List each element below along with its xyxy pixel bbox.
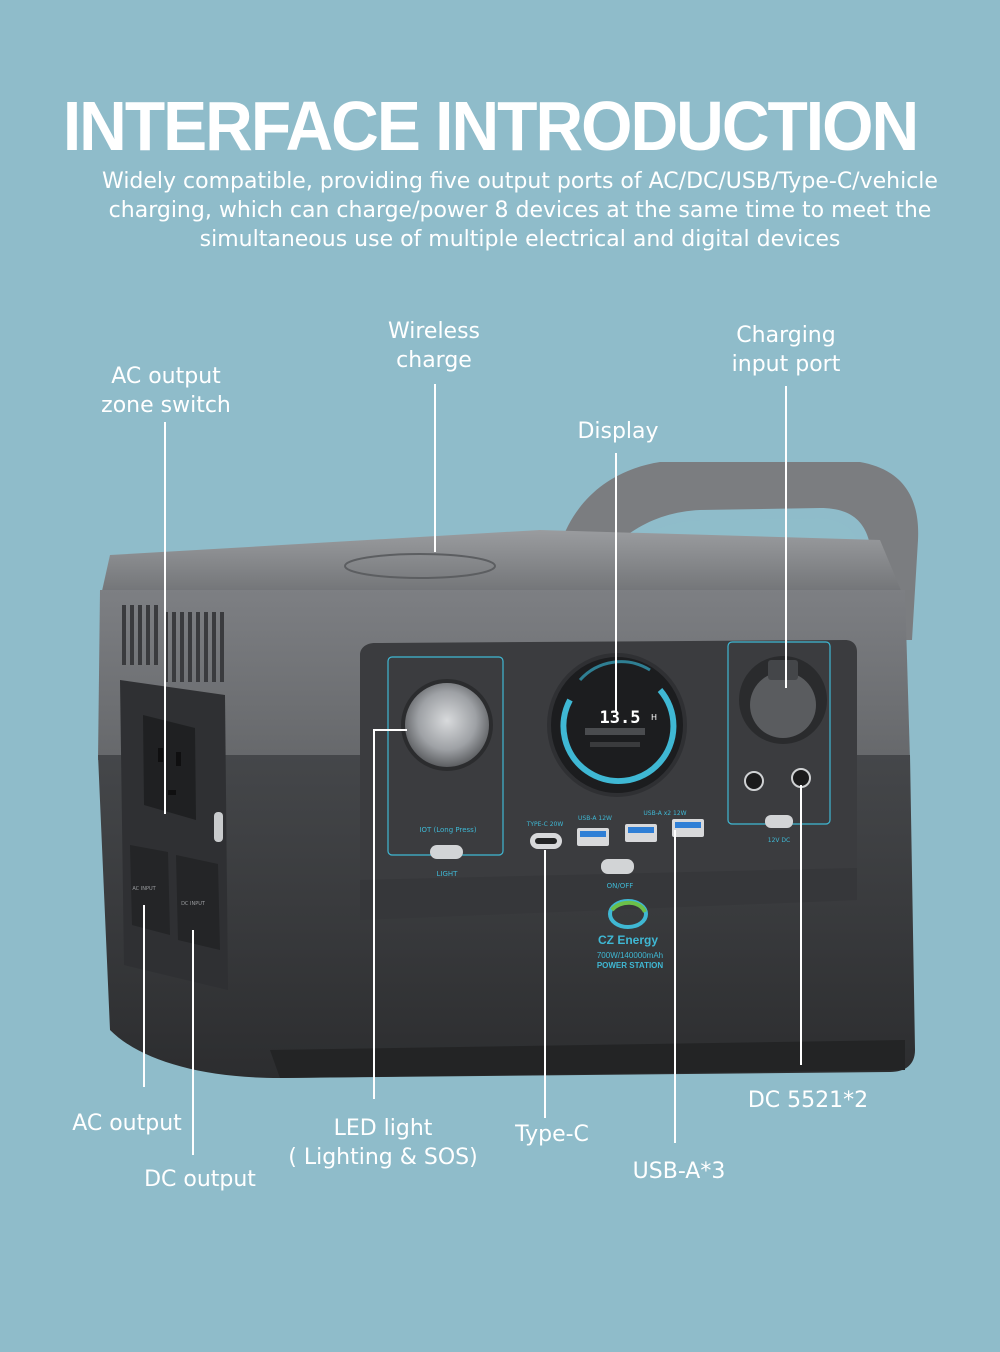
ac-socket [143,715,196,820]
model-line: 700W/140000mAh [597,951,663,960]
type-c-leader [544,850,546,1118]
label-dc5521: DC 5521*2 [747,1088,869,1113]
ac-zone-switch-knob [214,812,223,842]
ac-socket-holes [158,748,181,795]
label-display: Display [577,419,659,444]
light-label: LIGHT [437,870,459,878]
page-subtitle: Widely compatible, providing five output… [102,169,938,252]
led-lamp [403,681,491,769]
usba-port-label: USB-A 12W [578,815,612,822]
led-light-leader-v [373,729,375,1099]
led-light-leader-h [373,729,407,731]
dc-button[interactable] [765,815,793,828]
side-vents [122,605,224,682]
page-title: INTERFACE INTRODUCTION [62,87,919,165]
display-unit: H [651,713,657,722]
dc-input-cover [176,855,220,950]
dc12-label: 12V DC [768,837,790,844]
label-dc-output: DC output [144,1167,256,1192]
dc5521-port-1 [744,771,764,791]
label-led-light: LED light ( Lighting & SOS) [288,1116,478,1170]
dc-output-leader [192,930,194,1155]
label-ac-output: AC output [72,1111,182,1136]
charging-input-leader [785,386,787,688]
label-usb-a: USB-A*3 [632,1159,726,1184]
wireless-pad [344,553,496,579]
product-type: POWER STATION [597,961,664,970]
top-surface [100,530,905,600]
dc5521-leader [800,785,802,1065]
wireless-charge-leader [434,384,436,552]
ac-input-label: AC INPUT [132,886,156,892]
iot-label: IOT (Long Press) [419,826,476,834]
brand-logo [608,899,648,929]
label-wireless-charge: Wireless charge [387,319,481,373]
dc-input-label: DC INPUT [181,901,206,907]
display-leader [615,453,617,711]
label-type-c: Type-C [515,1122,589,1147]
light-button[interactable] [430,845,463,859]
onoff-label: ON/OFF [607,882,634,890]
display-screen: 13.5 H [547,653,687,797]
power-button[interactable] [601,859,634,874]
ac-output-leader [143,905,145,1087]
usb-a-leader [674,830,676,1143]
ac-zone-switch-leader [164,422,166,814]
label-ac-zone-switch: AC output zone switch [101,364,231,418]
usba2-port-label: USB-A x2 12W [643,810,686,817]
display-reading: 13.5 [600,708,641,728]
ac-input-cover [130,845,170,935]
brand-name: CZ Energy [598,933,658,947]
label-charging-input: Charging input port [731,323,841,377]
typec-port-label: TYPE-C 20W [526,821,564,828]
